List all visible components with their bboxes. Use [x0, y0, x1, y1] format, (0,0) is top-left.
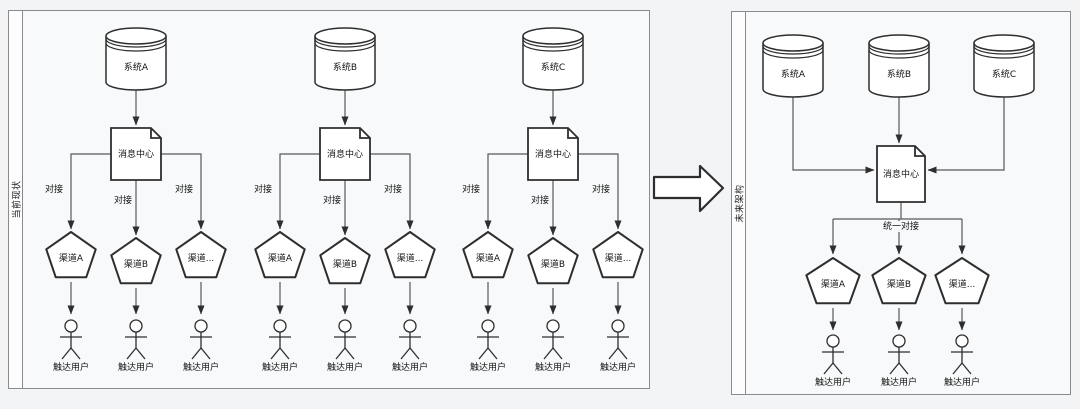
- connector: [67, 153, 111, 230]
- connector-label: 对接: [531, 194, 549, 206]
- before-msgcenter-a: 消息中心: [110, 127, 162, 181]
- after-channel-1-label: 渠道A: [821, 278, 846, 290]
- connector-label: 对接: [254, 183, 272, 195]
- before-msgcenter-b: 消息中心: [319, 127, 371, 181]
- after-channel-1: 渠道A: [805, 257, 861, 305]
- before-user-b3-label: 触达用户: [392, 361, 428, 373]
- before-user-b1: 触达用户: [262, 319, 298, 373]
- connector-label: 统一对接: [883, 220, 919, 232]
- before-user-c1-label: 触达用户: [470, 361, 506, 373]
- before-msgcenter-c-label: 消息中心: [535, 148, 571, 160]
- connector-label: 对接: [384, 183, 402, 195]
- before-channel-c2-label: 渠道B: [541, 258, 565, 270]
- before-system-b-label: 系统B: [333, 61, 357, 73]
- connector-label-bg: [881, 221, 921, 232]
- transform-arrow: [652, 164, 725, 213]
- connector: [161, 153, 205, 230]
- before-user-a3-label: 触达用户: [183, 361, 219, 373]
- before-channel-a3: 渠道...: [175, 231, 227, 279]
- before-msgcenter-c: 消息中心: [527, 127, 579, 181]
- connector-label: 对接: [114, 194, 132, 206]
- before-system-c-label: 系统C: [541, 61, 565, 73]
- before-user-a1: 触达用户: [53, 319, 89, 373]
- before-user-c2: 触达用户: [535, 319, 571, 373]
- before-msgcenter-b-label: 消息中心: [327, 148, 363, 160]
- after-msgcenter: 消息中心: [876, 145, 926, 203]
- before-system-a-label: 系统A: [124, 61, 149, 73]
- connector-label: 对接: [323, 194, 341, 206]
- before-channel-c3-label: 渠道...: [605, 252, 632, 264]
- before-channel-c1-label: 渠道A: [476, 252, 501, 264]
- before-user-a1-label: 触达用户: [53, 361, 89, 373]
- before-channel-a1: 渠道A: [45, 231, 97, 279]
- before-channel-c3: 渠道...: [592, 231, 644, 279]
- before-channel-a2-label: 渠道B: [124, 258, 148, 270]
- connector-label: 对接: [462, 183, 480, 195]
- connector: [927, 97, 1005, 174]
- connector: [578, 153, 622, 230]
- before-channel-c1: 渠道A: [462, 231, 514, 279]
- after-user-2-label: 触达用户: [881, 376, 917, 388]
- after-user-3: 触达用户: [944, 334, 980, 388]
- lane-title-before: 当前现状: [9, 11, 23, 388]
- after-system-b-label: 系统B: [887, 68, 911, 80]
- before-channel-a3-label: 渠道...: [188, 252, 215, 264]
- before-channel-b1-label: 渠道A: [268, 252, 293, 264]
- after-system-a-label: 系统A: [781, 68, 806, 80]
- before-channel-b2-label: 渠道B: [333, 258, 357, 270]
- after-user-2: 触达用户: [881, 334, 917, 388]
- connector: [276, 153, 320, 230]
- before-user-b3: 触达用户: [392, 319, 428, 373]
- after-channel-3-label: 渠道...: [949, 278, 976, 290]
- after-system-c-label: 系统C: [992, 68, 1016, 80]
- before-system-c: 系统C: [522, 27, 584, 91]
- connector-label: 对接: [175, 183, 193, 195]
- after-user-3-label: 触达用户: [944, 376, 980, 388]
- after-system-b: 系统B: [868, 34, 930, 98]
- connector-label: 对接: [45, 183, 63, 195]
- before-user-a3: 触达用户: [183, 319, 219, 373]
- before-user-a2: 触达用户: [118, 319, 154, 373]
- connector-label: 对接: [592, 183, 610, 195]
- after-channel-2: 渠道B: [871, 257, 927, 305]
- after-msgcenter-label: 消息中心: [883, 168, 919, 180]
- before-user-b2-label: 触达用户: [327, 361, 363, 373]
- before-user-a2-label: 触达用户: [118, 361, 154, 373]
- before-channel-b1: 渠道A: [254, 231, 306, 279]
- lane-title-after: 未来架构: [732, 12, 746, 394]
- after-user-1: 触达用户: [815, 334, 851, 388]
- after-channel-3: 渠道...: [934, 257, 990, 305]
- after-system-c: 系统C: [973, 34, 1035, 98]
- before-channel-c2: 渠道B: [527, 237, 579, 285]
- before-msgcenter-a-label: 消息中心: [118, 148, 154, 160]
- after-system-a: 系统A: [762, 34, 824, 98]
- before-system-a: 系统A: [105, 27, 167, 91]
- before-user-c2-label: 触达用户: [535, 361, 571, 373]
- before-channel-a1-label: 渠道A: [59, 252, 84, 264]
- connector: [484, 153, 528, 230]
- before-channel-a2: 渠道B: [110, 237, 162, 285]
- after-user-1-label: 触达用户: [815, 376, 851, 388]
- before-user-c3-label: 触达用户: [600, 361, 636, 373]
- before-user-b1-label: 触达用户: [262, 361, 298, 373]
- before-channel-b3: 渠道...: [384, 231, 436, 279]
- before-system-b: 系统B: [314, 27, 376, 91]
- connector: [792, 97, 875, 174]
- before-channel-b3-label: 渠道...: [397, 252, 424, 264]
- before-user-c3: 触达用户: [600, 319, 636, 373]
- before-user-b2: 触达用户: [327, 319, 363, 373]
- before-user-c1: 触达用户: [470, 319, 506, 373]
- connector: [370, 153, 414, 230]
- before-channel-b2: 渠道B: [319, 237, 371, 285]
- after-channel-2-label: 渠道B: [887, 278, 911, 290]
